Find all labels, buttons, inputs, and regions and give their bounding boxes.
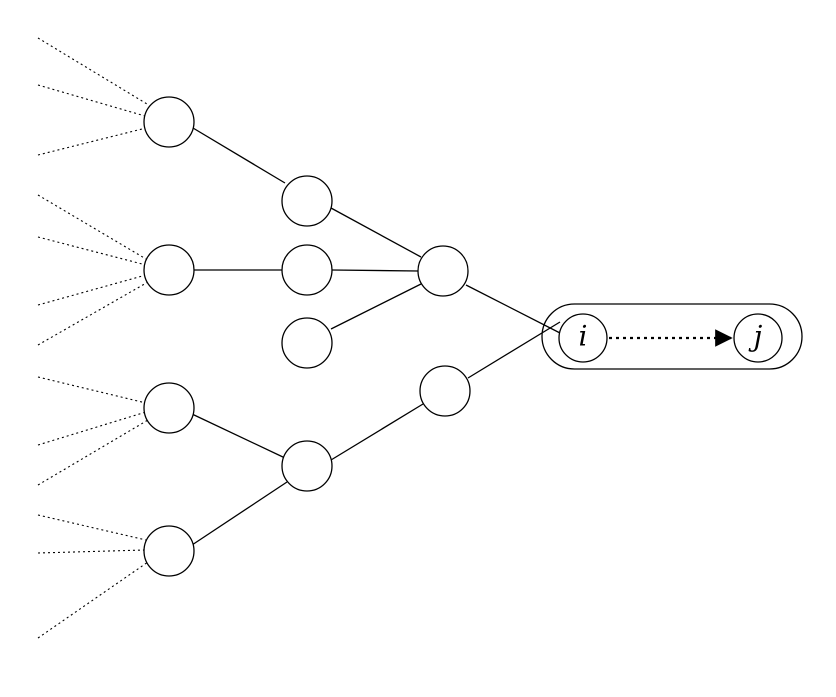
dotted-edge — [37, 37, 148, 105]
tree-edge — [330, 403, 424, 461]
dotted-leaf-edges — [37, 37, 149, 639]
leaf-parent-node — [143, 382, 195, 434]
tree-node — [417, 245, 469, 297]
dotted-edge — [37, 274, 147, 306]
tree-edge — [331, 269, 419, 272]
dotted-edge — [37, 411, 147, 446]
tree-nodes — [143, 96, 471, 577]
leaf-parent-node — [143, 525, 195, 577]
pair-enclosure — [541, 303, 803, 370]
node-i-label: i — [579, 320, 588, 353]
focus-pair-group: i j — [541, 303, 803, 370]
tree-edge — [467, 321, 561, 379]
node-i — [558, 313, 608, 363]
dotted-edge — [37, 561, 149, 639]
dotted-edge — [37, 236, 147, 266]
dotted-edge — [37, 281, 149, 346]
node-j — [733, 313, 783, 363]
tree-node — [281, 244, 333, 296]
tree-node — [281, 317, 333, 369]
leaf-parent-node — [143, 244, 195, 296]
dotted-edge — [37, 376, 147, 404]
tree-edge — [330, 207, 422, 258]
dotted-edge — [37, 514, 147, 541]
dotted-edge — [37, 127, 147, 156]
tree-edge — [191, 413, 286, 459]
tree-edge — [192, 127, 286, 184]
tree-node — [419, 365, 471, 417]
leaf-parent-node — [143, 96, 195, 148]
dotted-edge — [37, 194, 147, 260]
dotted-edge — [37, 84, 146, 117]
dotted-edge — [37, 549, 146, 554]
tree-edge — [330, 283, 422, 330]
tree-edge — [465, 284, 561, 334]
tree-edges — [191, 127, 561, 546]
tree-edge — [191, 481, 288, 546]
dotted-edge — [37, 419, 149, 486]
tree-node — [281, 175, 333, 227]
tree-node — [281, 440, 333, 492]
